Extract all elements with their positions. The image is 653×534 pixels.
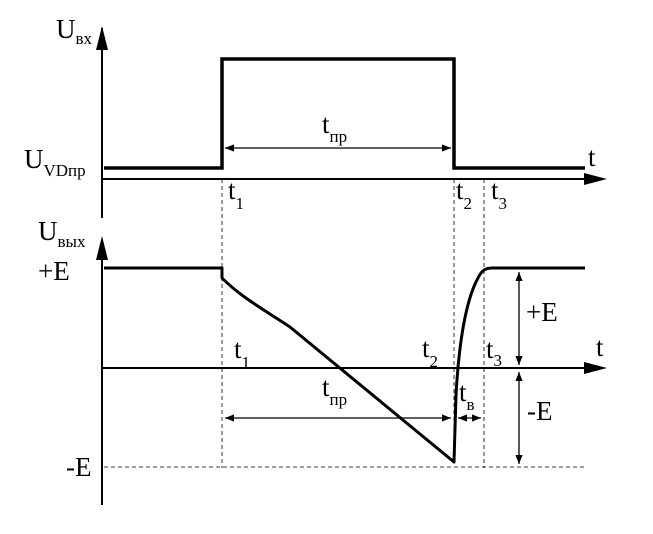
bottom-duration-label: tпр	[322, 372, 347, 409]
minus-e-level-label: -E	[66, 452, 91, 482]
top-y-axis-label: Uвх	[56, 14, 93, 48]
plus-e-amplitude-label: +E	[526, 297, 558, 327]
bottom-t2-label: t2	[422, 333, 438, 371]
time-marker-lines	[221, 179, 485, 468]
bottom-y-axis-arrow	[96, 236, 108, 260]
bottom-y-axis-label: Uвых	[38, 216, 86, 251]
output-voltage-graph: Uвых +E -E t t1 t2 t3 tпр tв +E -E	[38, 216, 607, 505]
top-t3-label: t3	[491, 175, 507, 213]
plus-e-level-label: +E	[38, 256, 70, 286]
minus-e-amplitude-label: -E	[527, 396, 552, 426]
bottom-t1-label: t1	[234, 334, 250, 372]
top-level-label: UVDпр	[24, 144, 86, 180]
bottom-x-axis-arrow	[584, 362, 607, 374]
input-voltage-graph: Uвх UVDпр t tпр t1 t2 t3	[24, 14, 607, 218]
top-y-axis-arrow	[96, 26, 108, 50]
recovery-time-label: tв	[459, 377, 475, 414]
output-waveform	[104, 266, 585, 464]
top-t1-label: t1	[228, 175, 244, 213]
top-t2-label: t2	[456, 175, 472, 213]
bottom-t3-label: t3	[486, 334, 502, 370]
top-duration-label: tпр	[322, 109, 347, 146]
input-pulse-waveform	[104, 57, 585, 170]
top-x-axis-label: t	[588, 142, 596, 172]
bottom-x-axis-label: t	[596, 332, 604, 362]
top-x-axis-arrow	[584, 173, 607, 185]
